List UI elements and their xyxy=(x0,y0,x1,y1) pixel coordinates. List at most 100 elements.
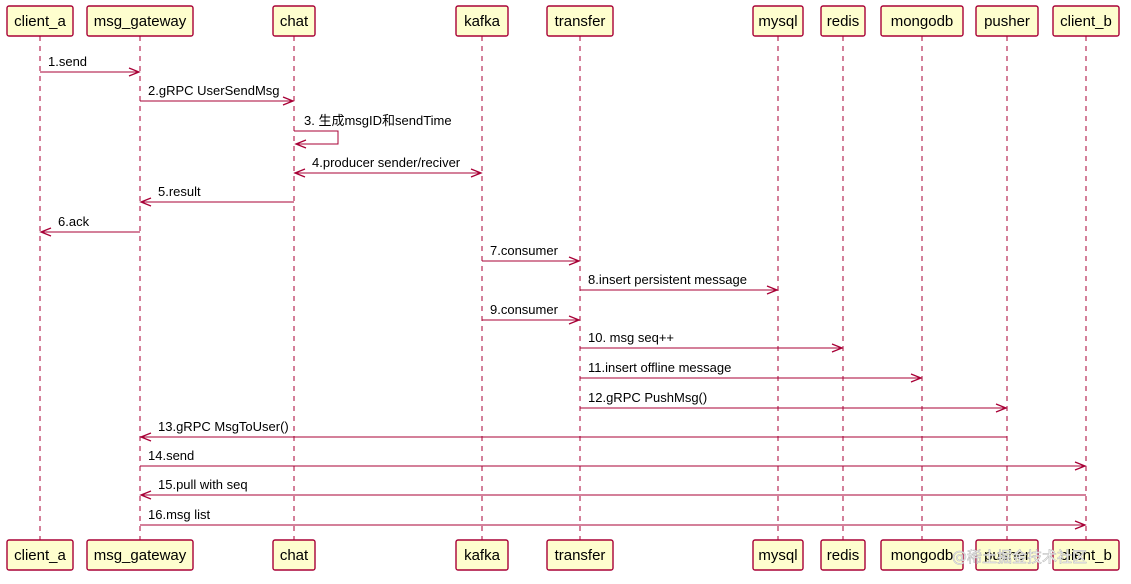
participant-client_a-bottom: client_a xyxy=(6,539,74,571)
participant-label: pusher xyxy=(984,13,1030,30)
arrow-head xyxy=(139,197,152,207)
arrow-head xyxy=(831,343,844,353)
arrow-head xyxy=(568,256,581,266)
participant-box xyxy=(546,539,614,571)
self-message-line xyxy=(294,130,339,145)
participant-client_a-top: client_a xyxy=(6,5,74,37)
participant-transfer-bottom: transfer xyxy=(546,539,614,571)
participant-label: mongodb xyxy=(891,547,954,564)
arrow-head xyxy=(1074,520,1087,530)
participant-msg_gateway-top: msg_gateway xyxy=(86,5,194,37)
participant-box xyxy=(546,5,614,37)
messages: 1.send 2.gRPC UserSendMsg 3. 生成msgID和sendT… xyxy=(39,54,1087,530)
message-7: 7.consumer xyxy=(482,243,581,266)
participant-label: kafka xyxy=(464,13,501,30)
participant-box xyxy=(880,5,964,37)
message-2: 2.gRPC UserSendMsg xyxy=(140,83,295,106)
participant-pusher-top: pusher xyxy=(975,5,1039,37)
participant-label: pusher xyxy=(984,547,1030,564)
participant-label: msg_gateway xyxy=(94,13,187,30)
message-label: 10. msg seq++ xyxy=(588,330,674,345)
participant-mongodb-top: mongodb xyxy=(880,5,964,37)
participant-client_b-bottom: client_b xyxy=(1052,539,1120,571)
participant-box xyxy=(880,539,964,571)
participant-label: client_a xyxy=(14,547,66,564)
participant-transfer-top: transfer xyxy=(546,5,614,37)
arrow-head xyxy=(568,315,581,325)
participant-mysql-bottom: mysql xyxy=(752,539,804,571)
message-3: 3. 生成msgID和sendTime xyxy=(294,113,452,149)
participant-label: mysql xyxy=(758,13,797,30)
message-label: 15.pull with seq xyxy=(158,477,248,492)
participant-box xyxy=(820,5,866,37)
message-9: 9.consumer xyxy=(482,302,581,325)
participant-label: client_b xyxy=(1060,547,1112,564)
participant-label: redis xyxy=(827,13,860,30)
participant-label: transfer xyxy=(555,13,606,30)
message-label: 2.gRPC UserSendMsg xyxy=(148,83,280,98)
participant-mongodb-bottom: mongodb xyxy=(880,539,964,571)
arrow-head xyxy=(139,490,152,500)
message-label: 5.result xyxy=(158,184,201,199)
participant-label: redis xyxy=(827,547,860,564)
participant-label: transfer xyxy=(555,547,606,564)
participant-box xyxy=(6,5,74,37)
message-12: 12.gRPC PushMsg() xyxy=(580,390,1008,413)
message-label: 4.producer sender/reciver xyxy=(312,155,461,170)
message-label: 16.msg list xyxy=(148,507,211,522)
participant-label: client_a xyxy=(14,13,66,30)
message-15: 15.pull with seq xyxy=(139,477,1086,500)
participant-box xyxy=(272,539,316,571)
participant-label: mysql xyxy=(758,547,797,564)
arrow-head xyxy=(39,227,52,237)
participant-label: mongodb xyxy=(891,13,954,30)
participant-boxes-bottom: client_a msg_gateway chat kafka transfer mysq… xyxy=(6,539,1120,571)
participant-msg_gateway-bottom: msg_gateway xyxy=(86,539,194,571)
message-label: 13.gRPC MsgToUser() xyxy=(158,419,289,434)
arrow-head xyxy=(294,139,307,149)
participant-boxes-top: client_a msg_gateway chat kafka transfer mysq… xyxy=(6,5,1120,37)
message-11: 11.insert offline message xyxy=(580,360,923,383)
participant-box xyxy=(455,5,509,37)
message-4: 4.producer sender/reciver xyxy=(293,155,483,178)
arrow-head xyxy=(766,285,779,295)
arrow-head xyxy=(1074,461,1087,471)
participant-label: msg_gateway xyxy=(94,547,187,564)
participant-label: chat xyxy=(280,13,309,30)
participant-redis-bottom: redis xyxy=(820,539,866,571)
participant-box xyxy=(6,539,74,571)
participant-box xyxy=(820,539,866,571)
participant-box xyxy=(975,5,1039,37)
participant-redis-top: redis xyxy=(820,5,866,37)
message-label: 6.ack xyxy=(58,214,90,229)
participant-pusher-bottom: pusher xyxy=(975,539,1039,571)
participant-label: kafka xyxy=(464,547,501,564)
message-label: 3. 生成msgID和sendTime xyxy=(304,113,452,128)
participant-box xyxy=(455,539,509,571)
arrow-head xyxy=(995,403,1008,413)
arrow-head xyxy=(293,168,306,178)
arrow-head xyxy=(910,373,923,383)
arrow-head xyxy=(128,67,141,77)
arrow-head xyxy=(282,96,295,106)
message-label: 7.consumer xyxy=(490,243,559,258)
message-label: 14.send xyxy=(148,448,194,463)
participant-chat-bottom: chat xyxy=(272,539,316,571)
participant-chat-top: chat xyxy=(272,5,316,37)
message-label: 1.send xyxy=(48,54,87,69)
message-6: 6.ack xyxy=(39,214,140,237)
watermark-text: @稀土掘金技术社区 xyxy=(952,548,1087,566)
message-16: 16.msg list xyxy=(140,507,1087,530)
participant-label: chat xyxy=(280,547,309,564)
participant-client_b-top: client_b xyxy=(1052,5,1120,37)
arrow-head xyxy=(139,432,152,442)
participant-box xyxy=(86,539,194,571)
lifelines xyxy=(39,36,1087,540)
participant-box xyxy=(752,5,804,37)
message-5: 5.result xyxy=(139,184,294,207)
message-1: 1.send xyxy=(40,54,141,77)
message-label: 11.insert offline message xyxy=(588,360,731,375)
message-14: 14.send xyxy=(140,448,1087,471)
participant-kafka-top: kafka xyxy=(455,5,509,37)
